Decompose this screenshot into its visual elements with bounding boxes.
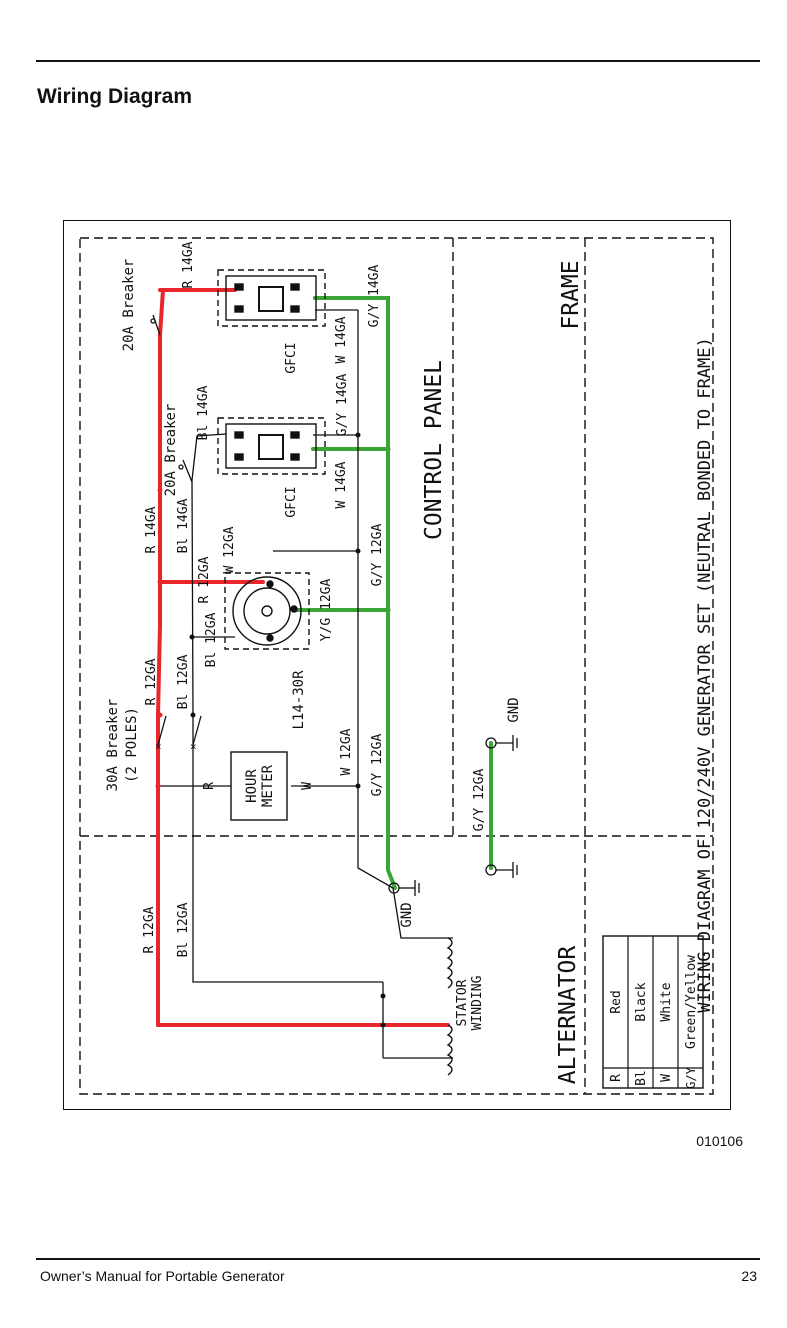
legend-name-white: White xyxy=(659,982,674,1021)
label-breaker-20a-upper: 20A Breaker xyxy=(121,259,137,352)
legend-code-bl: Bl xyxy=(634,1070,649,1086)
label-gfci-lower: GFCI xyxy=(284,486,299,517)
label-w-12ga-l14: W 12GA xyxy=(222,526,237,573)
label-r-12ga-alt: R 12GA xyxy=(142,906,157,953)
header-rule xyxy=(36,60,760,62)
figure-id: 010106 xyxy=(696,1133,743,1149)
legend-code-w: W xyxy=(659,1074,674,1082)
legend-code-gy: G/Y xyxy=(684,1066,698,1088)
breaker-20a-lower xyxy=(178,459,193,483)
label-breaker-30a-poles: (2 POLES) xyxy=(124,707,140,783)
diagram-caption: WIRING DIAGRAM OF 120/240V GENERATOR SET… xyxy=(695,337,715,1013)
label-gnd-frame: GND xyxy=(506,697,522,722)
label-breaker-30a: 30A Breaker xyxy=(105,699,121,792)
label-w-14ga-gfci-low: W 14GA xyxy=(334,461,349,508)
breaker-20a-upper xyxy=(150,314,161,336)
label-control-panel: CONTROL PANEL xyxy=(421,360,447,540)
label-gy-12ga-meter: G/Y 12GA xyxy=(370,734,385,797)
legend-name-red: Red xyxy=(609,990,624,1013)
wiring-diagram: CONTROL PANEL FRAME ALTERNATOR WIRING DI… xyxy=(63,220,731,1110)
color-legend: R Red Bl Black W White G/Y Green/Yellow xyxy=(602,935,704,1089)
label-r-12ga-l14: R 12GA xyxy=(197,556,212,603)
label-gfci-upper: GFCI xyxy=(284,342,299,373)
label-hour-meter-1: HOUR xyxy=(244,769,260,803)
label-r-12ga-brk: R 12GA xyxy=(144,658,159,705)
label-bl-12ga-l14: Bl 12GA xyxy=(204,612,219,667)
stator-winding xyxy=(446,937,453,1076)
footer-rule xyxy=(36,1258,760,1260)
ground-frame-bottom xyxy=(485,862,518,878)
label-breaker-20a-lower: 20A Breaker xyxy=(163,404,179,497)
legend-name-green-yellow: Green/Yellow xyxy=(684,955,699,1049)
label-bl-14ga-mid: Bl 14GA xyxy=(176,498,191,553)
green-wires xyxy=(291,296,493,890)
label-gy-14ga-gfci-low: G/Y 14GA xyxy=(335,374,350,437)
gfci-upper xyxy=(217,269,326,327)
label-bl-12ga-alt: Bl 12GA xyxy=(176,902,191,957)
label-r-14ga-top: R 14GA xyxy=(181,241,196,288)
ground-frame-top xyxy=(485,735,518,751)
diagram-border xyxy=(63,220,731,1110)
label-bl-12ga-brk: Bl 12GA xyxy=(176,654,191,709)
label-l14-30r: L14-30R xyxy=(291,670,307,730)
label-frame: FRAME xyxy=(558,260,584,329)
label-r-14ga-mid: R 14GA xyxy=(144,506,159,553)
label-hour-meter-2: METER xyxy=(260,764,276,807)
page-title: Wiring Diagram xyxy=(37,85,192,108)
section-boundaries xyxy=(79,237,714,1095)
label-yg-12ga-l14: Y/G 12GA xyxy=(319,579,334,642)
footer-manual-title: Owner’s Manual for Portable Generator xyxy=(40,1268,285,1284)
label-gnd-alternator: GND xyxy=(399,902,415,927)
white-neutral-bus xyxy=(357,310,394,889)
legend-name-black: Black xyxy=(634,982,649,1021)
svg-text:×: × xyxy=(190,740,197,753)
red-hot-main xyxy=(156,288,165,1027)
label-stator-2: WINDING xyxy=(470,975,485,1030)
label-alternator: ALTERNATOR xyxy=(555,946,581,1085)
junction-dots xyxy=(155,432,391,1028)
red-wires xyxy=(156,288,450,1027)
page-number: 23 xyxy=(741,1268,757,1284)
legend-code-r: R xyxy=(609,1074,624,1082)
label-r-meter: R xyxy=(202,782,217,790)
ground-alternator xyxy=(388,880,420,896)
label-bl-14ga-gfci-low: Bl 14GA xyxy=(196,385,211,440)
gfci-lower xyxy=(217,417,326,475)
black-white-wires xyxy=(158,309,453,1059)
black-hot-main xyxy=(191,433,227,980)
breaker-30a: × × xyxy=(155,715,202,753)
label-w-meter: W xyxy=(300,782,315,790)
label-gy-14ga-gfci-top: G/Y 14GA xyxy=(367,265,382,328)
l14-30r-receptacle xyxy=(224,572,310,650)
label-gy-12ga-frame: G/Y 12GA xyxy=(472,769,487,832)
label-stator-1: STATOR xyxy=(455,979,470,1026)
label-w-12ga-meter: W 12GA xyxy=(339,728,354,775)
hour-meter xyxy=(230,751,288,821)
label-gy-12ga-l14: G/Y 12GA xyxy=(370,524,385,587)
label-w-14ga-gfci-top: W 14GA xyxy=(334,316,349,363)
svg-text:×: × xyxy=(155,740,162,753)
wire-labels: R 14GA W 14GA G/Y 14GA Bl 14GA G/Y 14GA … xyxy=(142,241,385,957)
